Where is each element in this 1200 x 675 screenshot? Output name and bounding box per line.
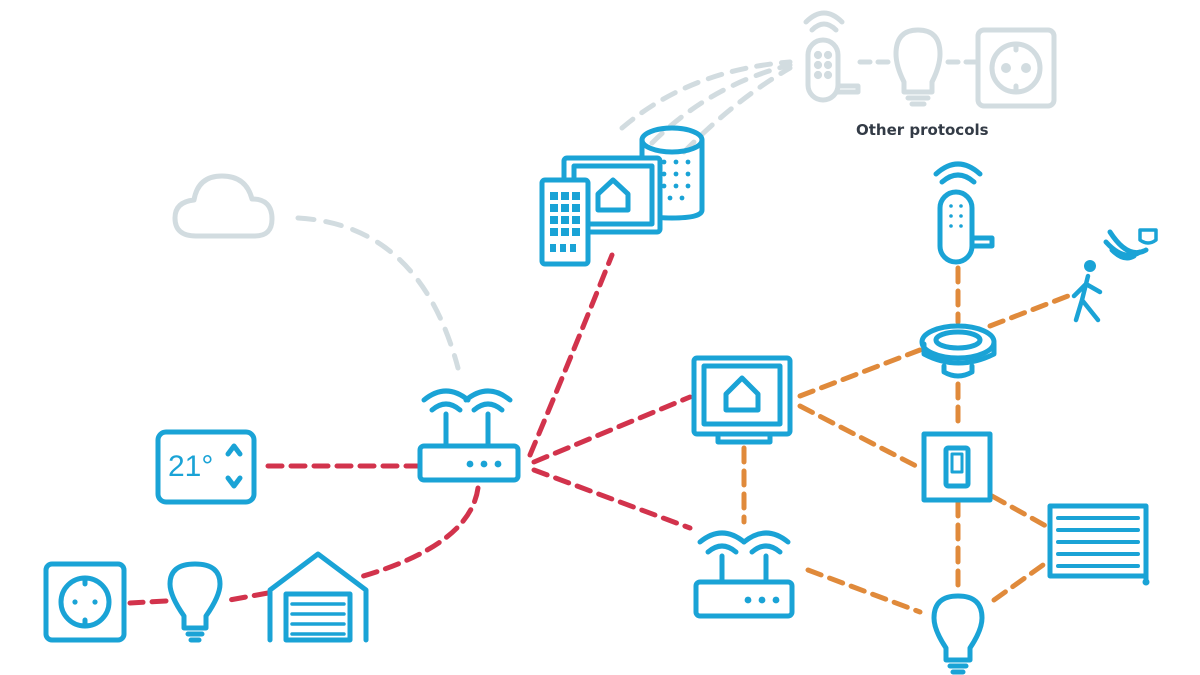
controller-devices-icon [539,125,705,267]
wall-socket-icon [975,27,1057,109]
link-router-display [531,394,693,465]
link-garage-bulb [221,590,271,604]
light-bulb-icon [167,561,223,643]
other-protocols-link-2 [649,62,793,146]
link-display-smoke [797,347,923,399]
link-bulb-blinds [991,557,1053,603]
other-protocols-link-3 [681,65,793,155]
link-switch-blinds [989,493,1049,529]
window-blinds-icon [1047,503,1150,586]
other-protocols-label: Other protocols [856,121,989,139]
smart-lock-icon [803,10,861,103]
light-bulb-icon [931,593,985,675]
thermostat-temperature: 21° [168,450,214,483]
wall-socket-icon [43,561,127,643]
cloud-icon [172,173,275,239]
wall-switch-icon [921,431,993,503]
link-router-secondary-router [531,467,693,531]
smart-lock-icon [933,161,995,265]
link-display-switch [797,403,923,471]
link-router-controller [527,252,615,458]
link-smoke-motion [987,293,1071,329]
link-bulb-socket [127,598,169,606]
thermostat-icon [155,429,257,505]
light-bulb-icon [893,27,943,107]
motion-sensor-icon [1071,228,1158,323]
smoke-detector-icon [919,323,997,379]
other-protocols-group [803,10,1057,109]
secondary-router-icon [693,530,795,619]
connections [127,59,1071,615]
display-panel-icon [691,355,793,445]
other-protocols-link-1 [619,59,793,131]
link-router2-bulb [805,567,923,615]
cloud-link [295,215,461,371]
garage-door-icon [267,551,369,643]
router-icon [417,388,521,483]
link-router-garage [357,485,481,580]
